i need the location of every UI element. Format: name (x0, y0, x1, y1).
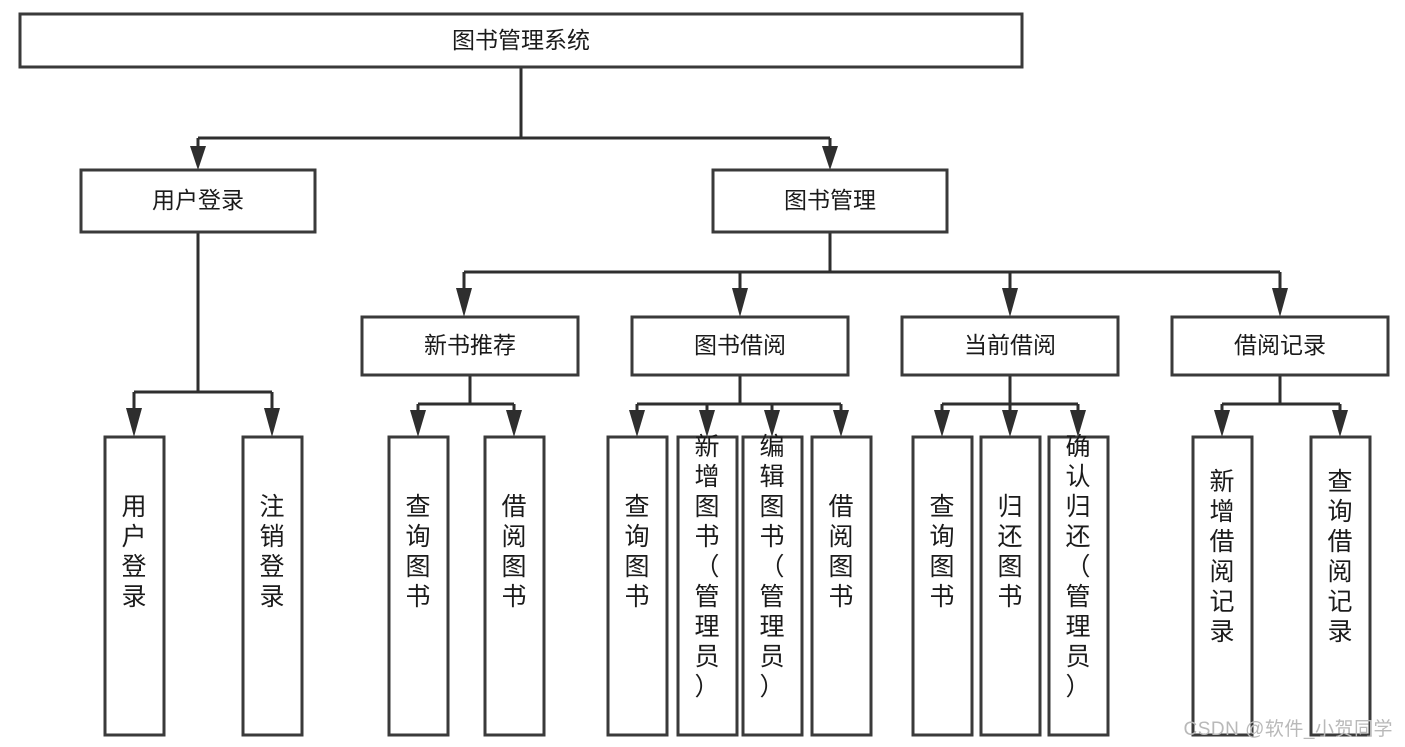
leaf-book-borrow-1-box[interactable] (606, 435, 669, 737)
leaf-current-borrow-1[interactable]: 查询图书 (911, 435, 974, 737)
arrowhead-user-login (190, 146, 206, 170)
leaf-user-login-1[interactable]: 用户登录 (103, 435, 166, 737)
leaf-current-borrow-3-label: 确认归还（管理员） (1065, 433, 1090, 701)
leaf-new-book-rec-2-label: 借阅图书 (501, 493, 526, 611)
arrowhead-current-borrow (1002, 288, 1018, 317)
leaf-current-borrow-2-label: 归还图书 (997, 493, 1022, 611)
leaf-book-borrow-1-label: 查询图书 (624, 493, 649, 611)
node-new-book-rec[interactable]: 新书推荐 (360, 315, 580, 377)
arrowhead-leaf-user-login-2 (264, 408, 280, 437)
leaf-user-login-1-box[interactable] (103, 435, 166, 737)
node-book-borrow-label: 图书借阅 (694, 332, 786, 358)
node-book-borrow[interactable]: 图书借阅 (630, 315, 850, 377)
arrowhead-leaf-bookborrow-4 (833, 410, 849, 437)
arrowhead-leaf-borrowrecord-1 (1214, 410, 1230, 437)
leaf-current-borrow-2[interactable]: 归还图书 (979, 435, 1042, 737)
leaf-current-borrow-1-box[interactable] (911, 435, 974, 737)
arrowhead-leaf-currentborrow-1 (934, 410, 950, 437)
arrowhead-leaf-newbook-1 (410, 410, 426, 437)
node-root-box[interactable] (18, 12, 1024, 69)
node-book-manage[interactable]: 图书管理 (711, 168, 949, 234)
leaf-current-borrow-2-box[interactable] (979, 435, 1042, 737)
leaf-borrow-record-2[interactable]: 查询借阅记录 (1309, 435, 1372, 737)
leaf-new-book-rec-2[interactable]: 借阅图书 (483, 435, 546, 737)
leaf-user-login-2[interactable]: 注销登录 (241, 435, 304, 737)
leaf-current-borrow-1-label: 查询图书 (929, 493, 954, 611)
leaf-new-book-rec-1-label: 查询图书 (405, 493, 430, 611)
leaf-borrow-record-2-box[interactable] (1309, 435, 1372, 737)
leaf-user-login-2-label: 注销登录 (259, 493, 284, 611)
arrowhead-leaf-currentborrow-2 (1002, 410, 1018, 437)
leaf-current-borrow-3-box[interactable] (1047, 435, 1110, 737)
leaf-book-borrow-3-label: 编辑图书（管理员） (759, 433, 784, 701)
leaf-book-borrow-1[interactable]: 查询图书 (606, 435, 669, 737)
node-user-login-label: 用户登录 (152, 187, 244, 213)
node-new-book-rec-label: 新书推荐 (424, 332, 516, 358)
arrowhead-leaf-borrowrecord-2 (1332, 410, 1348, 437)
node-current-borrow-box[interactable] (900, 315, 1120, 377)
leaf-current-borrow-3[interactable]: 确认归还（管理员） (1047, 433, 1110, 737)
leaf-borrow-record-1[interactable]: 新增借阅记录 (1191, 435, 1254, 737)
connector-layer (126, 67, 1348, 437)
arrowhead-leaf-user-login-1 (126, 408, 142, 437)
node-current-borrow-label: 当前借阅 (964, 332, 1056, 358)
leaf-new-book-rec-1[interactable]: 查询图书 (387, 435, 450, 737)
leaf-borrow-record-1-box[interactable] (1191, 435, 1254, 737)
leaf-book-borrow-4-box[interactable] (810, 435, 873, 737)
node-new-book-rec-box[interactable] (360, 315, 580, 377)
arrowhead-leaf-bookborrow-1 (629, 410, 645, 437)
leaf-user-login-1-label: 用户登录 (121, 493, 146, 611)
leaf-user-login-2-box[interactable] (241, 435, 304, 737)
leaf-book-borrow-4-label: 借阅图书 (828, 493, 853, 611)
leaf-book-borrow-3[interactable]: 编辑图书（管理员） (741, 433, 804, 737)
arrowhead-leaf-currentborrow-3 (1070, 410, 1086, 437)
node-book-borrow-box[interactable] (630, 315, 850, 377)
arrowhead-book-manage (822, 146, 838, 170)
arrowhead-book-borrow (732, 288, 748, 317)
node-root-label: 图书管理系统 (452, 27, 590, 53)
leaf-book-borrow-2[interactable]: 新增图书（管理员） (676, 433, 739, 737)
leaf-book-borrow-3-box[interactable] (741, 435, 804, 737)
node-root[interactable]: 图书管理系统 (18, 12, 1024, 69)
arrowhead-leaf-bookborrow-3 (764, 410, 780, 437)
node-borrow-record-label: 借阅记录 (1234, 332, 1326, 358)
leaf-book-borrow-4[interactable]: 借阅图书 (810, 435, 873, 737)
leaf-borrow-record-2-label: 查询借阅记录 (1327, 468, 1352, 646)
leaf-new-book-rec-1-box[interactable] (387, 435, 450, 737)
node-borrow-record-box[interactable] (1170, 315, 1390, 377)
node-book-manage-box[interactable] (711, 168, 949, 234)
arrowhead-borrow-record (1272, 288, 1288, 317)
node-book-manage-label: 图书管理 (784, 187, 876, 213)
node-user-login-box[interactable] (79, 168, 317, 234)
node-user-login[interactable]: 用户登录 (79, 168, 317, 234)
leaf-book-borrow-2-label: 新增图书（管理员） (694, 433, 719, 701)
arrowhead-leaf-newbook-2 (506, 410, 522, 437)
leaf-book-borrow-2-box[interactable] (676, 435, 739, 737)
arrowhead-leaf-bookborrow-2 (699, 410, 715, 437)
node-borrow-record[interactable]: 借阅记录 (1170, 315, 1390, 377)
node-current-borrow[interactable]: 当前借阅 (900, 315, 1120, 377)
arrowhead-new-book-rec (456, 288, 472, 317)
leaf-new-book-rec-2-box[interactable] (483, 435, 546, 737)
leaf-borrow-record-1-label: 新增借阅记录 (1209, 468, 1234, 646)
